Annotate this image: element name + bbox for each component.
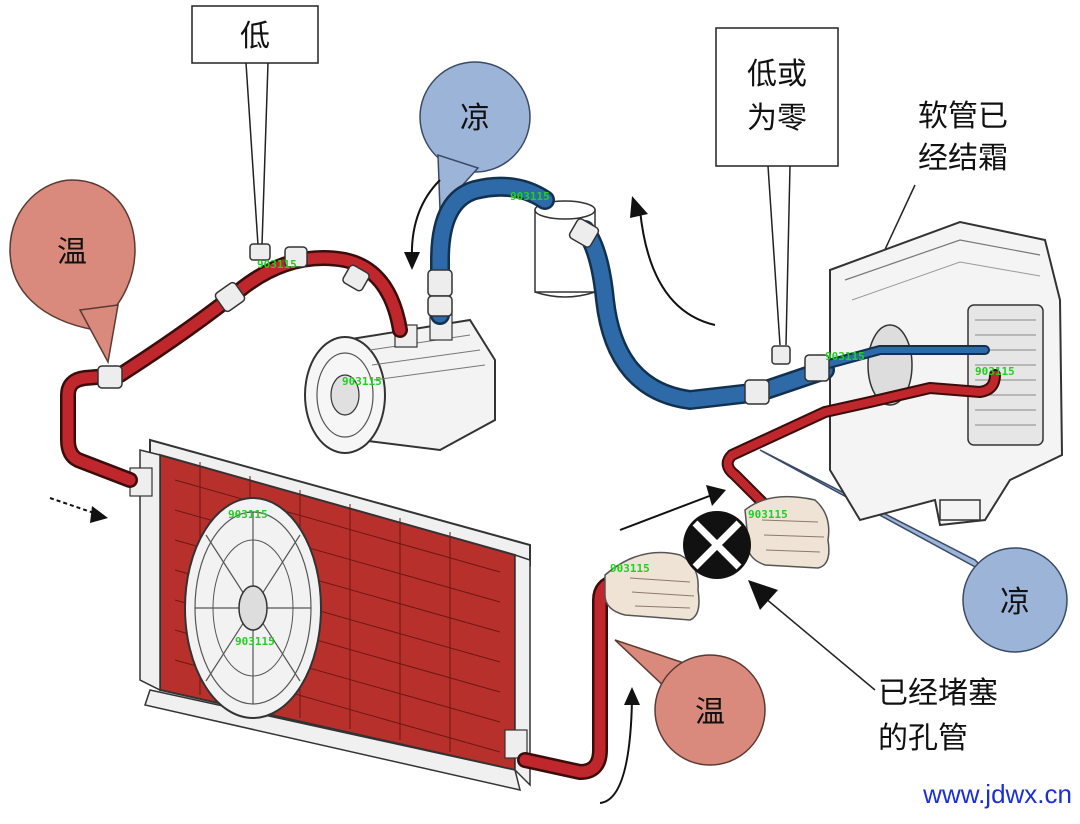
evaporator-housing — [829, 220, 1064, 527]
low-pressure-cold-line — [430, 176, 990, 410]
label-low: 低 — [191, 5, 319, 246]
watermark: 903115 — [610, 562, 650, 575]
watermark: 903115 — [342, 375, 382, 388]
watermark: 903115 — [235, 635, 275, 648]
watermarks: 903115 903115 903115 903115 903115 90311… — [228, 190, 1015, 648]
hand-warm-line — [604, 551, 700, 621]
watermark: 903115 — [510, 190, 550, 203]
label-clogged-line2: 的孔管 — [878, 721, 968, 756]
warm-bubble-bottom-text: 温 — [695, 695, 725, 730]
watermark: 903115 — [228, 508, 268, 521]
label-clogged-orifice: 已经堵塞 的孔管 — [748, 580, 998, 756]
label-low-or-zero-line2: 为零 — [747, 101, 807, 136]
cold-line-fittings — [427, 218, 830, 405]
clogged-orifice-symbol — [683, 511, 751, 579]
label-clogged-line1: 已经堵塞 — [878, 676, 998, 711]
website-url: www.jdwx.cn — [922, 779, 1072, 809]
watermark: 903115 — [748, 508, 788, 521]
label-low-text: 低 — [240, 19, 270, 54]
flow-arrows — [49, 179, 726, 804]
label-hose-frosted-line1: 软管已 — [918, 99, 1008, 134]
label-hose-frosted-line2: 经结霜 — [918, 141, 1008, 176]
label-low-or-zero-line1: 低或 — [747, 57, 807, 92]
watermark: 903115 — [825, 350, 865, 363]
watermark: 903115 — [257, 258, 297, 271]
condenser-fan — [184, 497, 322, 719]
hot-line-fittings — [97, 243, 370, 389]
cool-bubble-top-text: 凉 — [460, 101, 490, 136]
watermark: 903115 — [975, 365, 1015, 378]
warm-bubble-bottom: 温 — [614, 639, 766, 766]
cool-bubble-right-text: 凉 — [1000, 585, 1030, 620]
clogged-pointer-arrowhead — [748, 580, 778, 610]
label-hose-frosted: 软管已 经结霜 — [827, 99, 1008, 373]
label-low-or-zero: 低或 为零 — [715, 27, 839, 346]
warm-bubble-left: 温 — [9, 179, 136, 365]
hand-cool-line — [744, 495, 830, 569]
warm-bubble-left-text: 温 — [57, 235, 87, 270]
